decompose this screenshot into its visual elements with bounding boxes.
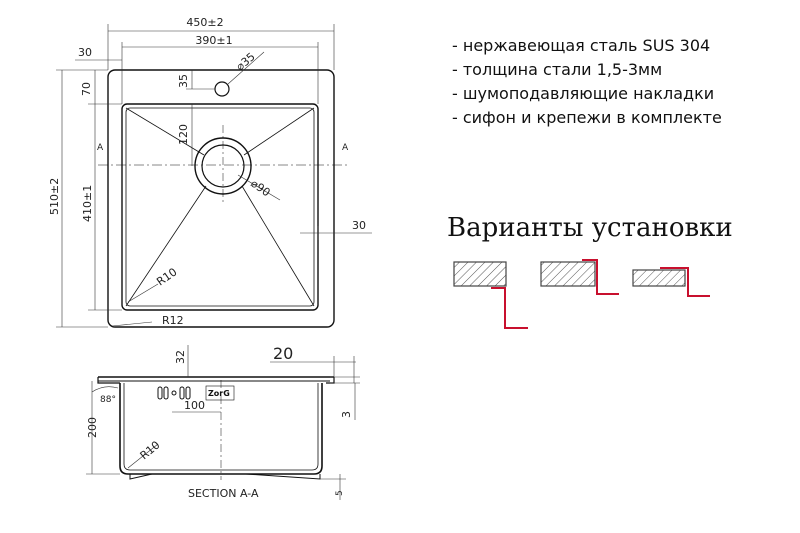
dim-bottom-offset: 5 [335, 490, 345, 496]
dim-rim-height: 32 [174, 350, 187, 364]
plan-dimension-labels: 450±2 390±1 30 35 ⌀35 70 120 ⌀90 30 510±… [48, 16, 366, 327]
section-title: SECTION A-A [188, 487, 259, 500]
dim-hole-offset: 35 [177, 74, 190, 88]
sink-outer-rim [107, 69, 335, 328]
sink-bowl-outline [121, 103, 319, 311]
section-bowl-inner [123, 383, 319, 471]
section-pad-left [129, 473, 153, 480]
brand-mark: ZorG [208, 389, 230, 398]
section-bowl-profile [119, 383, 323, 475]
feature-item-noise-pads: - шумоподавляющие накладки [452, 84, 715, 103]
dim-drain-diameter: ⌀90 [248, 177, 272, 199]
feature-item-siphon: - сифон и крепежи в комплекте [452, 108, 722, 127]
dim-bowl-height: 410±1 [81, 185, 94, 222]
dim-overall-width: 450±2 [186, 16, 223, 29]
section-dimension-labels: 32 20 88° 100 200 R10 3 5 SECTION A-A Zo… [86, 344, 353, 500]
dim-flange-left: 30 [78, 46, 92, 59]
dim-overall-height: 510±2 [48, 178, 61, 215]
installation-variants [453, 259, 710, 329]
dim-inner-radius: R10 [154, 265, 179, 288]
section-dimension-lines [86, 345, 360, 500]
plan-dimension-lines [56, 24, 372, 328]
plan-view [98, 69, 348, 328]
install-variant-flush [540, 259, 619, 295]
dim-corner-radius: R10 [138, 438, 163, 462]
dim-drain-offset: 120 [177, 124, 190, 145]
dim-bowl-width: 390±1 [195, 34, 232, 47]
bowl-slope-lines [125, 107, 315, 307]
section-rim-left-edge [97, 377, 120, 384]
dim-angle: 88° [100, 395, 116, 405]
overflow-slot [157, 386, 191, 400]
dim-depth: 200 [86, 417, 99, 438]
install-variant-undermount [453, 261, 528, 329]
dim-right-margin: 30 [352, 219, 366, 232]
installation-title: Варианты установки [447, 213, 733, 243]
section-mark-right: A [342, 143, 349, 153]
feature-list: - нержавеющая сталь SUS 304 - толщина ст… [452, 34, 722, 130]
dim-outer-radius: R12 [162, 314, 184, 327]
dim-slot-offset: 100 [184, 399, 205, 412]
section-view [97, 376, 335, 480]
install-variant-overmount [632, 267, 710, 297]
tap-hole [214, 81, 230, 97]
dim-top-margin: 70 [80, 82, 93, 96]
section-rim-right-edge [326, 377, 335, 384]
feature-item-thickness: - толщина стали 1,5-3мм [452, 60, 663, 79]
feature-item-steel: - нержавеющая сталь SUS 304 [452, 36, 711, 55]
sink-bowl-inner-outline [125, 107, 315, 307]
dim-wall-thickness: 3 [340, 411, 353, 418]
section-mark-left: A [97, 143, 104, 153]
dim-rim-width: 20 [273, 344, 293, 363]
brand-badge-outline [205, 385, 235, 401]
